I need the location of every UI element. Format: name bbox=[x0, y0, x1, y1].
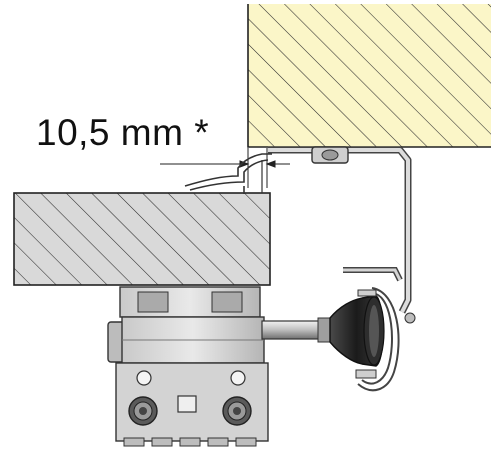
hole-left bbox=[136, 370, 152, 386]
piston-rod bbox=[261, 317, 341, 343]
screw-left bbox=[128, 396, 158, 426]
edge-clip bbox=[184, 153, 272, 194]
rubber-knob bbox=[329, 289, 385, 379]
door-panel-section bbox=[13, 192, 271, 286]
dimension-label: 10,5 mm * bbox=[36, 112, 210, 153]
hinge-body bbox=[107, 286, 269, 447]
hole-right bbox=[230, 370, 246, 386]
wall-section bbox=[247, 4, 491, 148]
mounting-bracket bbox=[268, 146, 416, 324]
screw-right bbox=[222, 396, 252, 426]
curved-spring bbox=[357, 287, 400, 392]
